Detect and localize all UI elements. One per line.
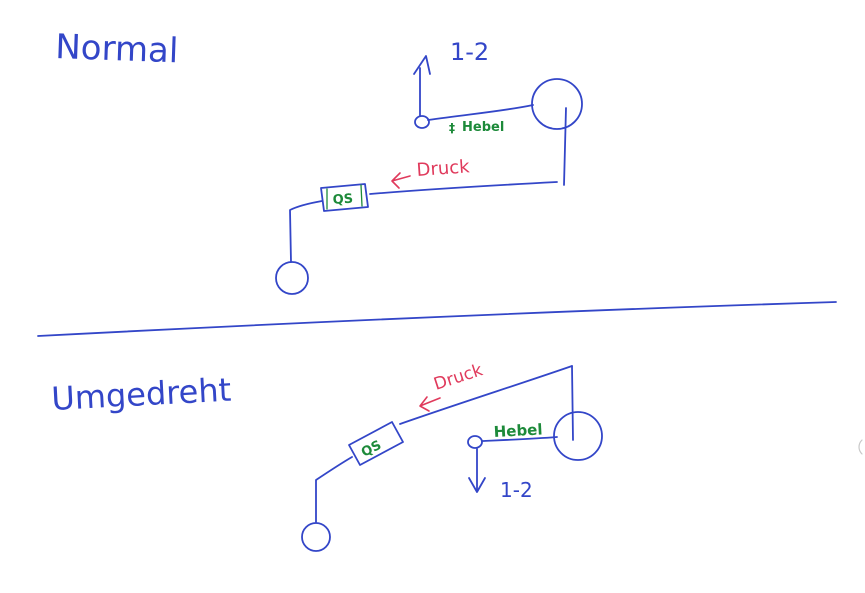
lever-pivot-circle-umgedreht [467,435,483,449]
qs-box-inner-normal [326,184,363,210]
component-label-normal: QS [332,192,353,208]
supply-line-umgedreht [315,456,353,523]
pressure-stem-umgedreht [571,365,574,441]
pressure-line-umgedreht [399,365,573,425]
qs-box-umgedreht [348,421,404,466]
output-label-normal: 1-2 [450,38,489,66]
arrow-left-icon [419,396,441,412]
arrow-left-icon [391,172,411,189]
lever-label-normal: Hebel [462,120,504,135]
section-umgedreht: Umgedreht Druck QS Hebel 1-2 [50,360,603,552]
pivot-circle-normal [531,78,583,130]
section-normal: Normal 1-2 Hebel ‡ Druck QS [55,27,583,295]
component-label-umgedreht: QS [359,438,384,461]
arrow-up-icon [413,55,431,75]
lever-pivot-circle-normal [414,115,430,129]
section-title-normal: Normal [55,27,179,71]
supply-circle-normal [275,261,309,295]
pressure-label-normal: Druck [416,156,471,181]
output-label-umgedreht: 1-2 [500,478,533,502]
pivot-circle-umgedreht [553,411,603,461]
arrow-down-icon [468,477,486,493]
edge-mark [858,439,863,455]
qs-box-normal [320,183,369,212]
pressure-label-umgedreht: Druck [431,360,485,395]
lever-arm-umgedreht [481,436,558,442]
pressure-line-normal [369,181,558,195]
section-divider [37,301,837,337]
section-title-umgedreht: Umgedreht [50,371,232,418]
lever-arm-normal [427,104,534,121]
pressure-stem-normal [563,107,567,186]
lever-label-umgedreht: Hebel [493,420,543,441]
lever-label-mark-normal: ‡ [449,121,455,135]
supply-circle-umgedreht [301,522,331,552]
supply-line-normal [289,200,323,263]
